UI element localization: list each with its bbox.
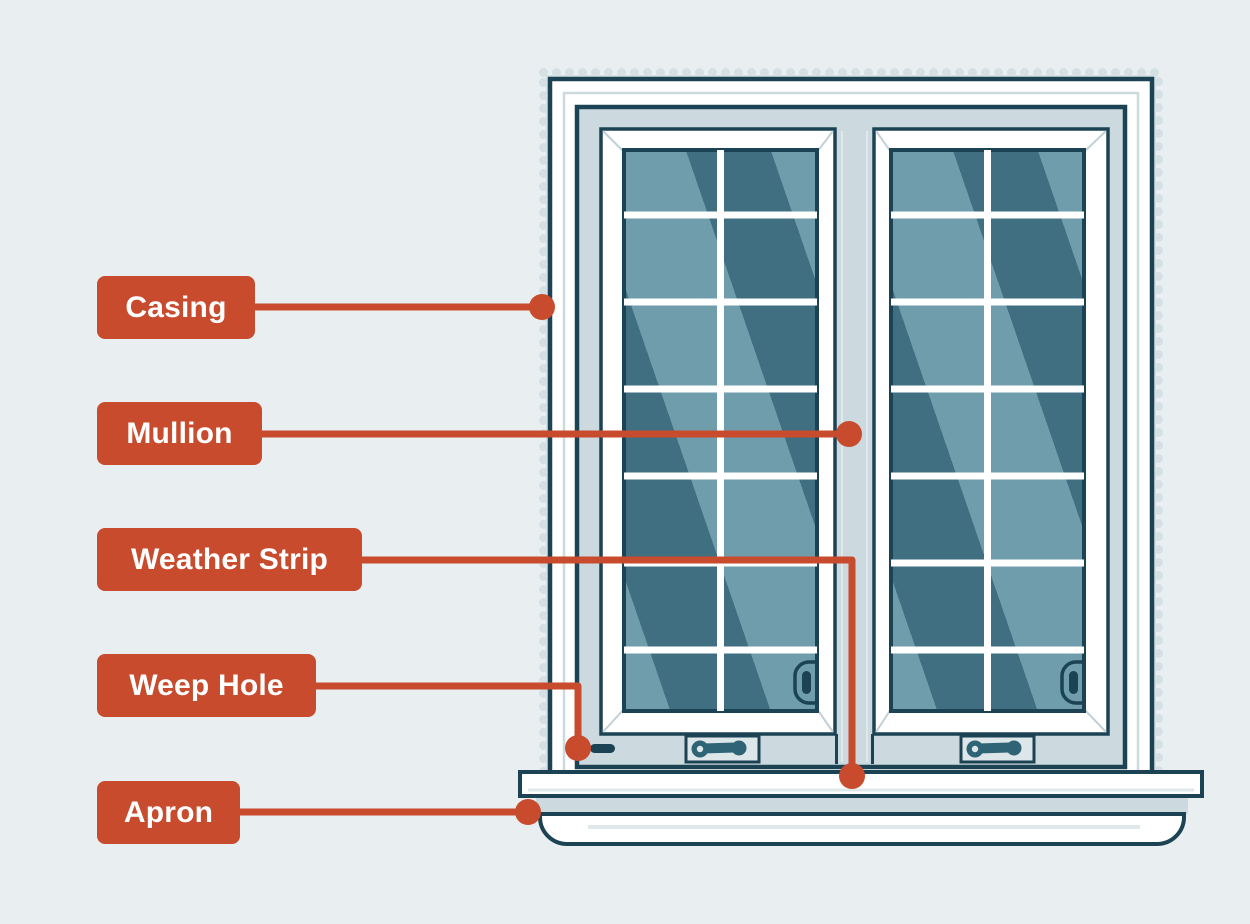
right-lock-keeper [1060, 660, 1083, 705]
apron-callout-dot [515, 799, 541, 825]
sash-miter-bevels [602, 130, 1107, 733]
label-mullion: Mullion [97, 402, 262, 465]
weep-hole-callout-line [316, 682, 582, 748]
label-weather-strip-text: Weather Strip [130, 542, 329, 576]
mullion-callout-dot [836, 421, 862, 447]
label-casing-text: Casing [125, 290, 227, 324]
label-weather-strip: Weather Strip [97, 528, 362, 591]
right-crank-handle [959, 734, 1036, 764]
casing-callout-dot [529, 294, 555, 320]
label-mullion-text: Mullion [126, 416, 233, 450]
label-apron: Apron [97, 781, 240, 844]
weep-hole-slot [590, 744, 615, 753]
label-apron-text: Apron [123, 795, 214, 829]
label-weep-hole: Weep Hole [97, 654, 316, 717]
label-weep-hole-text: Weep Hole [129, 668, 284, 702]
label-casing: Casing [97, 276, 255, 339]
weather-strip-callout-line [362, 556, 856, 776]
left-lock-keeper [793, 660, 816, 705]
weather-strip-callout-dot [839, 763, 865, 789]
under-sill-strip [536, 798, 1188, 814]
weep-hole-callout-dot [565, 735, 591, 761]
right-muntin-grid [891, 150, 1084, 711]
left-crank-handle [684, 734, 761, 764]
callouts [240, 294, 865, 825]
